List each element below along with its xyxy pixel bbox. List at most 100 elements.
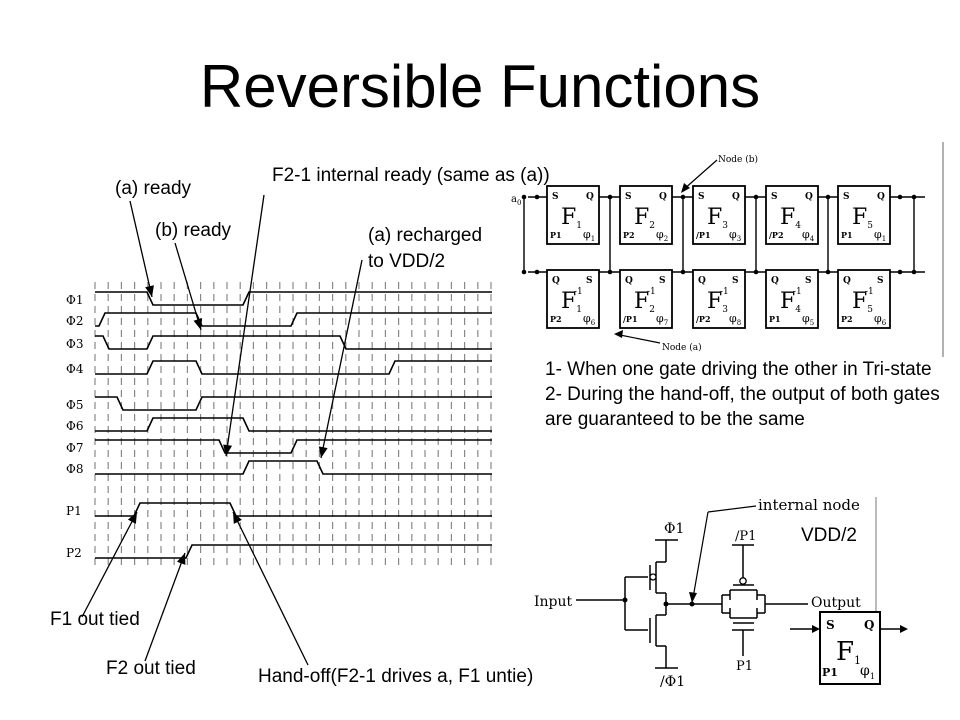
node-b-label: Node (b) — [718, 154, 758, 165]
waveform-trace — [95, 439, 492, 454]
gate-pin-label: Q — [805, 192, 813, 202]
gate-pin-label: S — [771, 192, 778, 202]
forward-gate: S Q F4/P2 φ4 — [765, 185, 819, 245]
reverse-gate: Q SF2-1/P1 φ7 — [619, 269, 673, 329]
annotation-a-ready: (a) ready — [115, 178, 192, 199]
gate-port-label: /P1 — [623, 314, 638, 324]
gate-port-label: /P2 — [769, 230, 784, 240]
gate-pin-label: S — [586, 276, 593, 286]
signal-label: Φ5 — [66, 398, 83, 412]
waveform-trace — [95, 291, 492, 306]
note-1: 1- When one gate driving the other in Tr… — [545, 359, 932, 380]
gate-function-name: F2-1 — [634, 287, 656, 315]
junction-dot — [680, 194, 686, 200]
gate-phase-label: φ5 — [802, 312, 814, 327]
page-title: Reversible Functions — [199, 53, 761, 120]
gate-pin-label: S — [552, 192, 559, 202]
gate-function-name: F2 — [634, 205, 655, 231]
waveform-trace — [95, 312, 492, 327]
f1-gate-symbol: S Q F1 P1 φ1 — [790, 611, 908, 685]
gate-pin-label: Q — [877, 192, 885, 202]
arrow-head — [127, 512, 137, 524]
signal-label: Φ3 — [66, 337, 83, 351]
gate-pin-label: Q — [843, 276, 851, 286]
junction-dot — [521, 269, 527, 275]
circuit-output-label: Output — [811, 595, 861, 611]
gate-pin-label: S — [805, 276, 812, 286]
node-b-callout: Node (b) — [681, 154, 758, 193]
gate-box — [692, 269, 746, 329]
gate-port-label: P1 — [550, 230, 562, 240]
gate-box — [765, 185, 819, 245]
gate-phase-label: φ1 — [583, 228, 595, 243]
signal-label: P1 — [66, 504, 82, 518]
gate-pin-label: Q — [698, 276, 706, 286]
signal-label: P2 — [66, 546, 82, 560]
gate-function-name: F4 — [780, 205, 801, 231]
signal-label: Φ1 — [66, 293, 83, 307]
gate-box — [619, 269, 673, 329]
gate-function-name: F5 — [852, 205, 873, 231]
gate-phase-label: φ4 — [802, 228, 815, 243]
arrow-head — [145, 285, 154, 297]
waveform-trace — [95, 417, 492, 432]
annotation-arrow — [81, 511, 138, 618]
gate-function-name: F1-1 — [561, 287, 583, 315]
waveform-trace — [95, 360, 492, 375]
gate-pin-label: S — [625, 192, 632, 202]
internal-node-label: internal node — [758, 496, 860, 514]
gate-port-label: P1 — [769, 314, 781, 324]
annotation-arrows — [81, 194, 363, 666]
gate-box — [546, 269, 600, 329]
annotation-arrow — [129, 200, 153, 298]
gate-phase-label: φ7 — [656, 312, 668, 327]
annotation-f2-out-tied: F2 out tied — [106, 658, 196, 679]
signal-label: Φ2 — [66, 314, 83, 328]
gate-pin-label: S — [732, 276, 739, 286]
symbol-f: F1 — [836, 637, 861, 667]
gate-function-name: F1 — [561, 205, 582, 231]
gate-pin-label: S — [659, 276, 666, 286]
arrow-head — [233, 512, 242, 524]
annotation-a-recharged: (a) recharged to VDD/2 — [368, 225, 483, 272]
annotation-arrow — [144, 552, 186, 662]
junction-dot — [753, 269, 759, 275]
gate-phase-label: φ3 — [729, 228, 741, 243]
junction-dot — [521, 194, 527, 200]
waveform-trace — [95, 335, 492, 350]
arrow-head — [193, 318, 203, 330]
arrow-head — [223, 444, 233, 456]
gate-phase-label: φ8 — [729, 312, 741, 327]
gate-box — [619, 185, 673, 245]
annotation-arrow — [232, 511, 309, 666]
symbol-port: P1 — [822, 666, 838, 679]
junction-dot — [911, 269, 917, 275]
circuit-p1bar-label: /P1 — [735, 529, 756, 544]
notes-block: 1- When one gate driving the other in Tr… — [545, 357, 940, 432]
vdd2-label: VDD/2 — [801, 525, 857, 546]
symbol-q: Q — [864, 618, 874, 632]
signal-label: Φ4 — [66, 362, 84, 376]
gate-phase-label: φ6 — [874, 312, 887, 327]
junction-dot — [534, 194, 540, 200]
gate-pin-label: Q — [771, 276, 779, 286]
annotation-f2-internal-ready: F2-1 internal ready (same as (a)) — [272, 165, 550, 186]
gate-pin-label: Q — [625, 276, 633, 286]
waveform-trace — [95, 396, 492, 411]
gate-pin-label: Q — [586, 192, 594, 202]
arrow-head — [318, 446, 328, 458]
gate-box — [692, 185, 746, 245]
gate-port-label: P2 — [841, 314, 853, 324]
gate-box — [765, 269, 819, 329]
arrow-head — [176, 553, 186, 565]
gate-port-label: P2 — [623, 230, 635, 240]
